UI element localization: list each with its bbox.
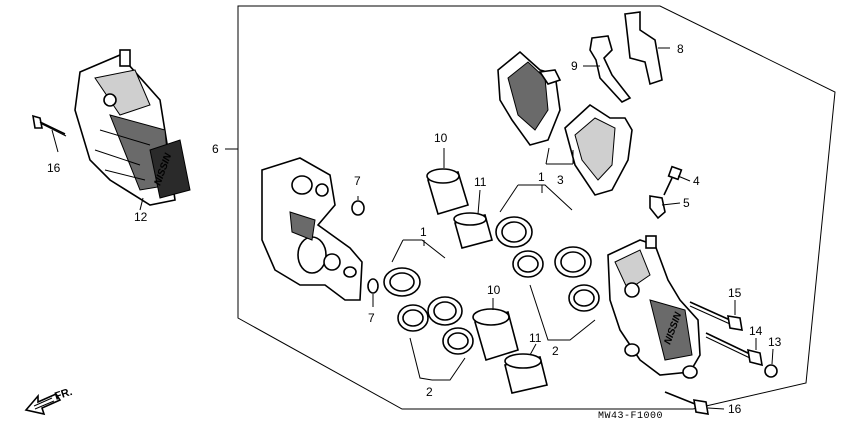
pin-7-lower [367,278,379,294]
nut-13 [764,364,778,378]
caliper-bracket-6 [261,157,363,301]
callout-4: 4 [693,174,700,188]
piston-10-lower [472,308,519,362]
caliper-assembly-12 [74,49,191,206]
callout-12: 12 [134,210,148,224]
callout-1-b: 1 [538,170,545,184]
bolt-16-right [664,391,709,415]
callout-3: 3 [557,173,564,187]
callout-2-a: 2 [426,385,433,399]
callout-2-b: 2 [552,344,559,358]
brake-pad-front [497,50,562,146]
leader-lines [51,47,774,410]
assembly-outline [237,5,836,410]
callout-7-lower: 7 [368,311,375,325]
callout-1-a: 1 [420,225,427,239]
piston-11-upper [453,212,493,249]
callout-11-lower: 11 [529,331,542,345]
bolt-16-left [32,114,67,137]
front-direction-arrow [24,392,62,416]
callout-16-left: 16 [47,161,61,175]
piston-10-upper [426,168,469,215]
bolt-14 [705,332,763,367]
callout-9: 9 [571,59,578,73]
front-direction-label: FR. [53,386,74,403]
callout-10-upper: 10 [434,131,448,145]
callout-11-upper: 11 [474,175,487,189]
callout-16-right: 16 [728,402,742,416]
callout-14: 14 [749,324,763,338]
pad-retainer-8 [624,11,663,86]
clip-5 [649,195,666,220]
callout-10-lower: 10 [487,283,501,297]
pin-4 [663,165,683,196]
callout-8: 8 [677,42,684,56]
callout-6: 6 [212,142,219,156]
bolt-15 [689,301,743,331]
piston-11-lower [504,353,548,394]
callout-7-upper: 7 [354,174,361,188]
callout-5: 5 [683,196,690,210]
callout-15: 15 [728,286,742,300]
seal-rings [383,216,600,355]
caliper-body-right [607,235,701,379]
pad-spring-9 [589,35,632,103]
diagram-code: MW43-F1000 [598,411,663,422]
pin-7-upper [351,200,365,216]
callout-13: 13 [768,335,782,349]
brake-pad-rear [564,103,633,196]
